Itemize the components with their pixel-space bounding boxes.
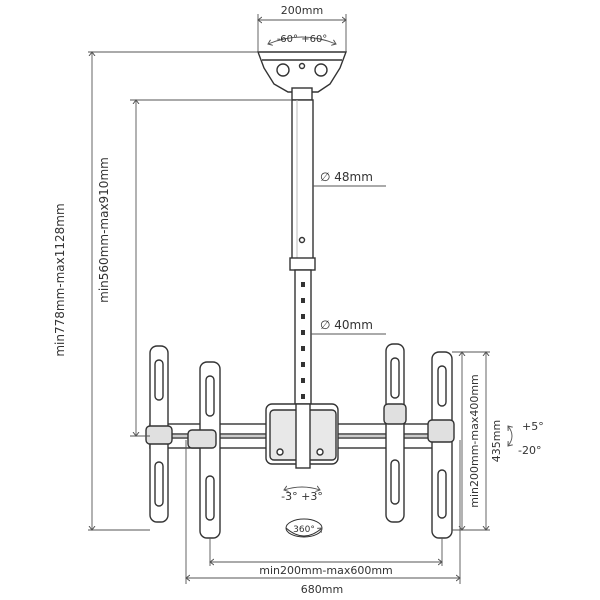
inner-drop-label: min560mm-max910mm [97, 157, 111, 303]
upper-tube-label: ∅ 48mm [320, 170, 373, 184]
tilt-up-label: +5° [522, 420, 544, 433]
right-rear-arm [383, 343, 407, 523]
bracket-height-label: 435mm [490, 420, 503, 462]
swivel-label: 360° [293, 525, 315, 535]
level-label: -3° +3° [281, 490, 323, 503]
left-front-arm [187, 361, 221, 539]
center-clamp [265, 403, 339, 469]
swivel-icon [285, 518, 322, 538]
bracket-vertical-label: min200mm-max400mm [468, 374, 481, 508]
dimension-lines [88, 14, 512, 584]
right-front-arm [427, 351, 455, 539]
bracket-horizontal-label: min200mm-max600mm [259, 564, 393, 577]
lower-tube [289, 257, 316, 413]
upper-tube [291, 99, 314, 263]
ceiling-plate [256, 51, 348, 101]
plate-tilt-label: -60° +60° [277, 34, 328, 45]
tilt-down-label: -20° [518, 444, 541, 457]
left-rear-arm [145, 345, 173, 523]
lower-tube-label: ∅ 40mm [320, 318, 373, 332]
overall-width-label: 680mm [301, 583, 343, 596]
outer-drop-label: min778mm-max1128mm [53, 203, 67, 356]
plate-width-label: 200mm [281, 4, 323, 17]
